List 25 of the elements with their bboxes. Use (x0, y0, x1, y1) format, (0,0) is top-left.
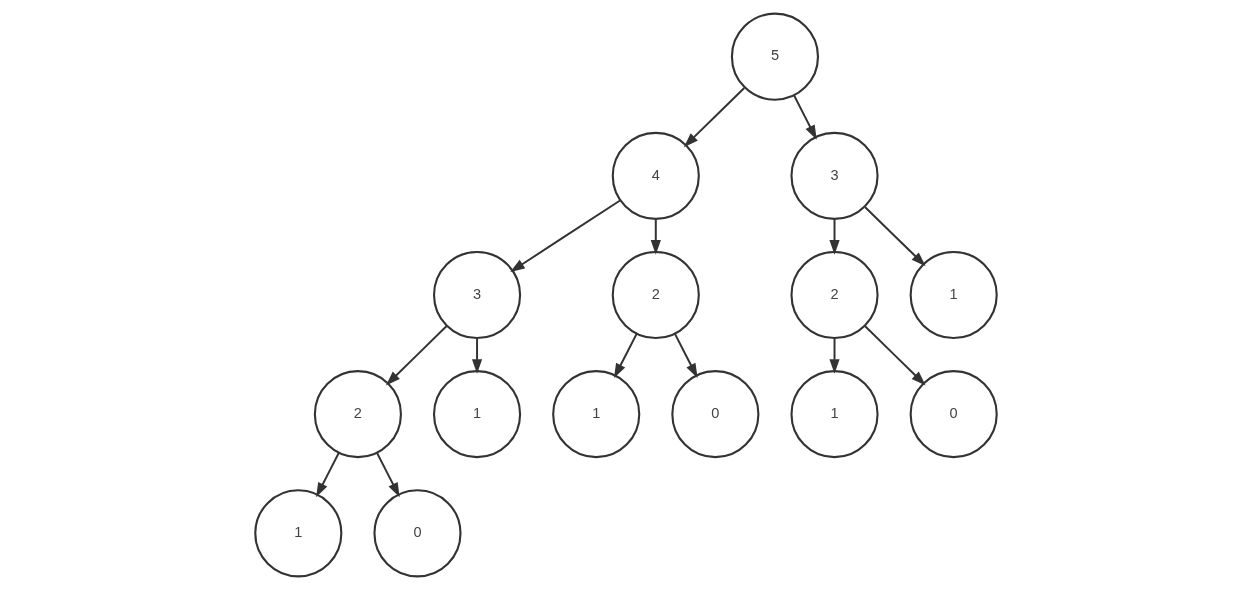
arrow (793, 94, 817, 140)
node-circle: 2 (790, 250, 879, 340)
arrow (864, 325, 926, 386)
arrow (385, 325, 448, 386)
arrow (471, 337, 483, 374)
arrow (829, 337, 840, 374)
arrow (614, 332, 638, 379)
node-circle: 3 (432, 250, 522, 340)
node-circle: 1 (552, 370, 641, 459)
node-circle: 0 (373, 489, 462, 578)
node-circle: 0 (671, 370, 760, 459)
node-circle: 1 (790, 370, 879, 459)
arrow (316, 452, 340, 498)
arrow (376, 452, 400, 498)
arrow (673, 332, 698, 379)
arrow (683, 87, 746, 148)
node-circle: 5 (730, 12, 820, 101)
node-circle: 2 (611, 250, 700, 340)
arrow (864, 206, 926, 267)
node-circle: 1 (254, 489, 343, 578)
arrow (650, 218, 661, 255)
arrow (510, 199, 622, 273)
node-circle: 1 (432, 370, 522, 459)
arrow (829, 218, 840, 255)
node-circle: 3 (790, 131, 879, 220)
